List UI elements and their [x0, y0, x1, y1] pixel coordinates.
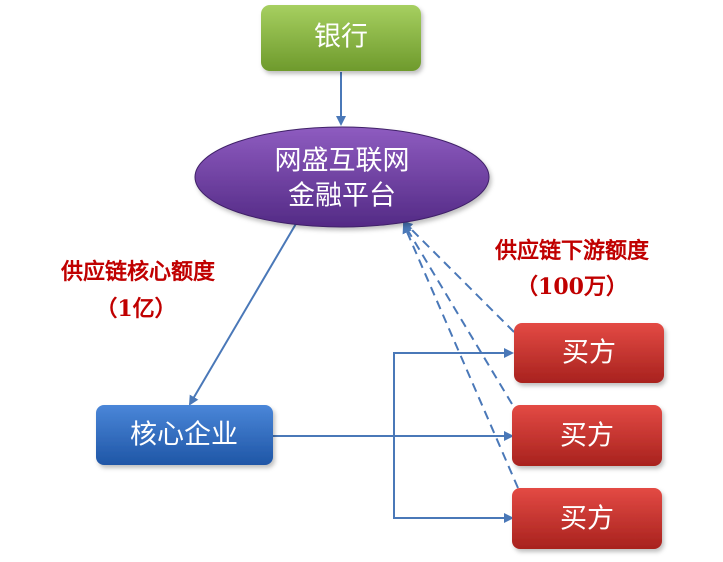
buyer-node-2: [512, 405, 662, 466]
arrow-platform-to-core: [188, 221, 298, 406]
buyer-label-2: 买方: [560, 421, 614, 452]
buyer-label-3: 买方: [560, 504, 614, 535]
core-enterprise-node: [96, 405, 273, 465]
buyer-label-1: 买方: [562, 338, 616, 369]
platform-label-line-1: 网盛互联网: [275, 146, 410, 177]
arrow-core-to-buyer-3: [393, 436, 514, 523]
downstream-quota-amount: （100万）: [516, 274, 628, 300]
buyer-node-3: [512, 488, 662, 549]
bank-label: 银行: [314, 22, 368, 53]
core-quota-amount: （1亿）: [95, 296, 176, 322]
core-quota-label: 供应链核心额度: [60, 259, 216, 285]
core-enterprise-label: 核心企业: [130, 420, 238, 451]
connectors: [188, 72, 519, 523]
platform-label-line-2: 金融平台: [288, 181, 396, 212]
dashed-arrow-buyer-1-to-platform: [402, 220, 515, 333]
arrow-core-to-buyer-1: [393, 348, 514, 436]
platform-node: [194, 126, 490, 228]
downstream-quota-label: 供应链下游额度: [494, 238, 650, 264]
bank-node: [261, 5, 421, 71]
dashed-arrow-buyer-2-to-platform: [402, 222, 513, 405]
buyer-node-1: [514, 323, 664, 383]
dashed-arrow-buyer-3-to-platform: [402, 223, 519, 489]
